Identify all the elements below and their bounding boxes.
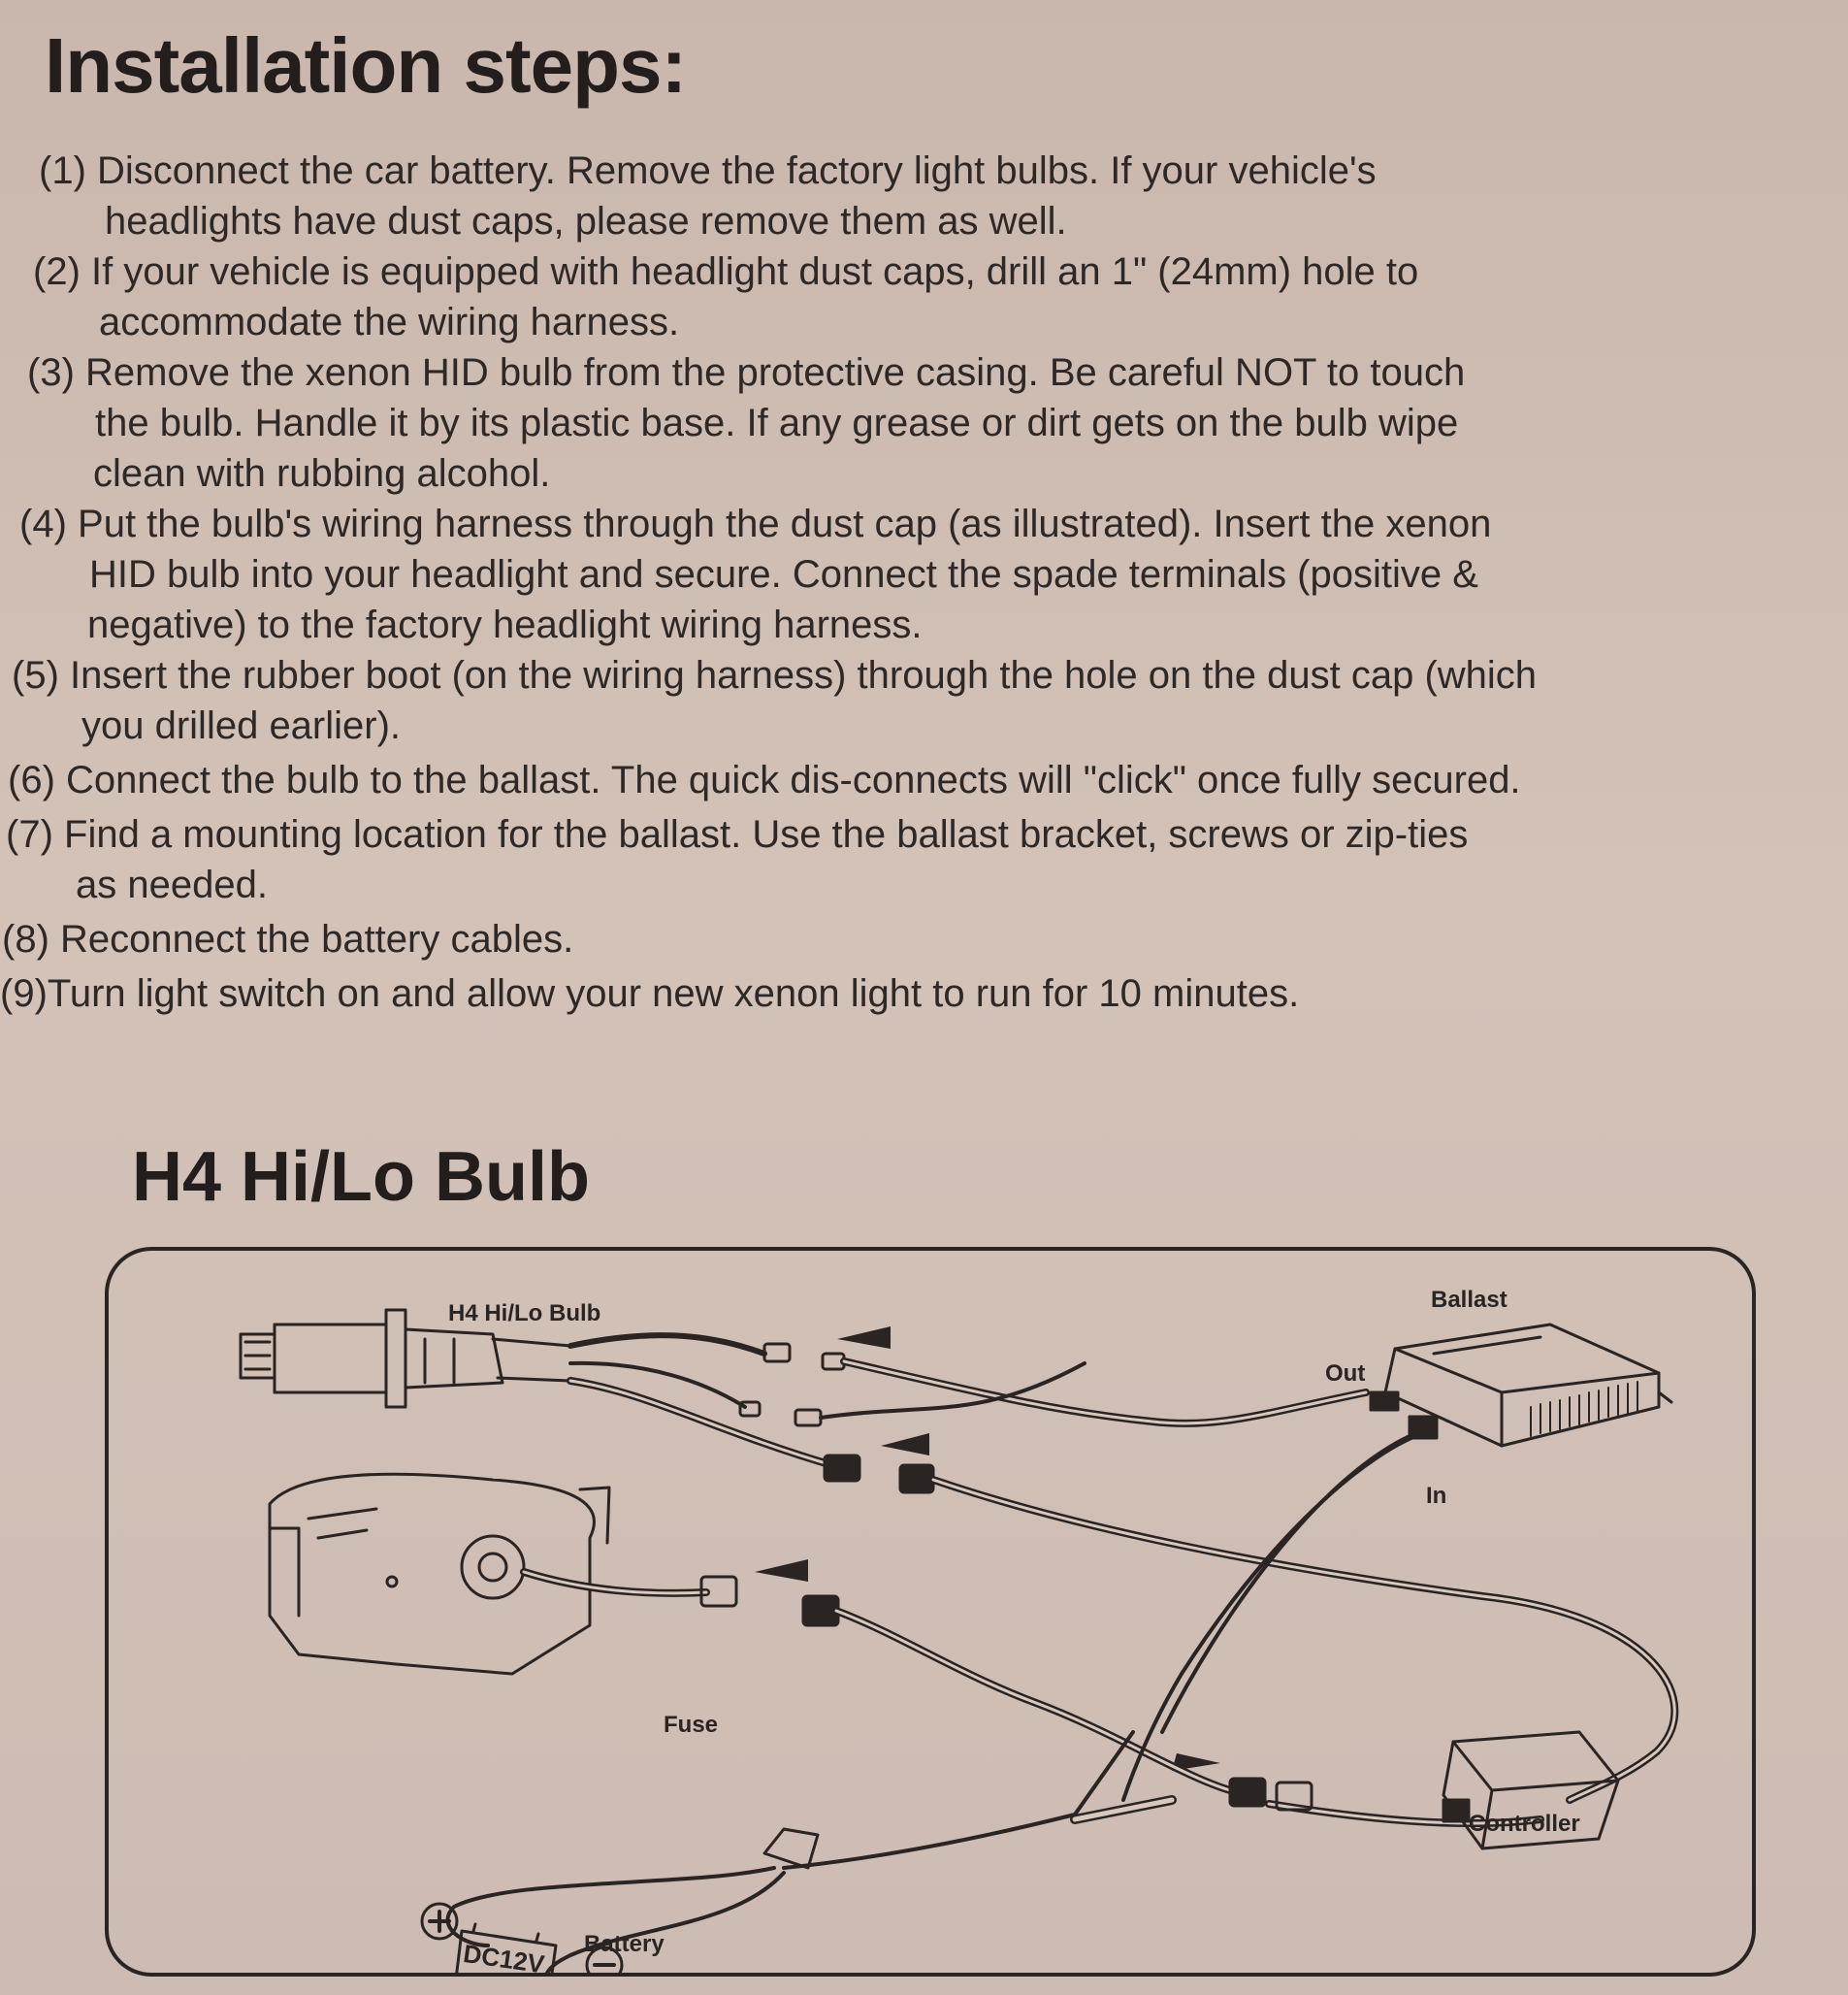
step-text-line: you drilled earlier). bbox=[81, 704, 402, 747]
step-text-line: as needed. bbox=[76, 864, 268, 906]
step-text-line: Disconnect the car battery. Remove the f… bbox=[97, 149, 1377, 192]
wiring-diagram bbox=[239, 1308, 1679, 1977]
step-number: (4) bbox=[19, 503, 67, 545]
step-4: (4) Put the bulb's wiring harness throug… bbox=[19, 499, 1491, 650]
section-heading: H4 Hi/Lo Bulb bbox=[132, 1138, 590, 1216]
bulb-wires bbox=[567, 1332, 836, 1469]
out-label: Out bbox=[1325, 1360, 1366, 1387]
controller-label: Controller bbox=[1469, 1811, 1580, 1837]
battery-label: Battery bbox=[584, 1931, 665, 1957]
step-number: (9) bbox=[0, 972, 48, 1015]
ballast-label: Ballast bbox=[1431, 1287, 1508, 1313]
wiring-diagram-frame bbox=[105, 1247, 1756, 1977]
fuse-label: Fuse bbox=[664, 1712, 719, 1738]
step-number: (6) bbox=[8, 759, 55, 801]
headlight-housing-illustration bbox=[268, 1472, 840, 1676]
step-2: (2) If your vehicle is equipped with hea… bbox=[33, 246, 1418, 347]
step-text-line: Insert the rubber boot (on the wiring ha… bbox=[70, 654, 1538, 697]
main-harness bbox=[832, 1429, 1679, 1827]
step-text-line: headlights have dust caps, please remove… bbox=[105, 200, 1067, 243]
step-text-line: clean with rubbing alcohol. bbox=[93, 452, 551, 495]
step-number: (2) bbox=[33, 250, 81, 293]
step-number: (3) bbox=[27, 351, 75, 394]
h4-bulb-illustration bbox=[239, 1308, 572, 1409]
bulb-connectors bbox=[738, 1342, 935, 1494]
bulb-label: H4 Hi/Lo Bulb bbox=[448, 1300, 601, 1326]
step-text-line: accommodate the wiring harness. bbox=[99, 301, 680, 343]
step-number: (8) bbox=[2, 918, 49, 961]
step-number: (7) bbox=[6, 813, 53, 856]
step-text-line: the bulb. Handle it by its plastic base.… bbox=[95, 402, 1459, 444]
step-text-line: negative) to the factory headlight wirin… bbox=[87, 604, 923, 646]
step-number: (5) bbox=[12, 654, 59, 697]
step-text-line: Connect the bulb to the ballast. The qui… bbox=[66, 759, 1521, 801]
step-text-line: Turn light switch on and allow your new … bbox=[47, 972, 1300, 1015]
battery-illustration bbox=[420, 1902, 624, 1977]
step-number: (1) bbox=[39, 149, 86, 192]
controller-illustration bbox=[1442, 1730, 1620, 1850]
direction-arrows bbox=[755, 1326, 1220, 1771]
ballast-output-wires bbox=[819, 1357, 1370, 1427]
page-title: Installation steps: bbox=[45, 22, 687, 109]
step-6: (6) Connect the bulb to the ballast. The… bbox=[8, 755, 1521, 805]
step-1: (1) Disconnect the car battery. Remove t… bbox=[39, 146, 1377, 246]
step-text-line: HID bulb into your headlight and secure.… bbox=[89, 553, 1478, 596]
step-text-line: Remove the xenon HID bulb from the prote… bbox=[85, 351, 1466, 394]
ballast-illustration bbox=[1369, 1323, 1673, 1448]
step-5: (5) Insert the rubber boot (on the wirin… bbox=[12, 650, 1537, 751]
step-3: (3) Remove the xenon HID bulb from the p… bbox=[27, 347, 1465, 499]
step-text-line: Put the bulb's wiring harness through th… bbox=[78, 503, 1492, 545]
step-8: (8) Reconnect the battery cables. bbox=[2, 914, 573, 965]
fuse-and-battery-wires bbox=[445, 1730, 1135, 1977]
step-text-line: If your vehicle is equipped with headlig… bbox=[91, 250, 1419, 293]
in-label: In bbox=[1426, 1483, 1447, 1509]
step-text-line: Find a mounting location for the ballast… bbox=[64, 813, 1469, 856]
step-9: (9)Turn light switch on and allow your n… bbox=[0, 968, 1299, 1019]
step-7: (7) Find a mounting location for the bal… bbox=[6, 809, 1468, 910]
step-text-line: Reconnect the battery cables. bbox=[60, 918, 574, 961]
